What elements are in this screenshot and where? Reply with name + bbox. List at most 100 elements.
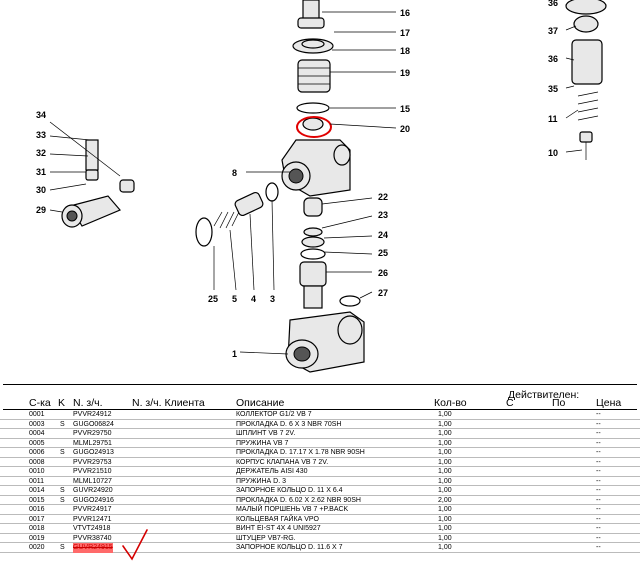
row-k-flag: S — [60, 420, 65, 428]
table-row: 0011 MLML10727 ПРУЖИНА D. 3 1,00 -- — [0, 477, 640, 486]
part-stack-22-24 — [300, 197, 326, 260]
callout-36-top: 36 — [548, 0, 558, 8]
part-spring-group — [195, 182, 279, 247]
row-position: 0011 — [29, 477, 45, 485]
row-price: -- — [596, 468, 601, 475]
table-row: 0004 PVVR29750 ШПЛИНТ VB 7 2V. 1,00 -- — [0, 429, 640, 439]
row-position: 0005 — [29, 439, 45, 447]
row-quantity: 1,00 — [438, 506, 452, 513]
callout-30: 30 — [36, 185, 46, 195]
row-description: ШТУЦЕР VB7-RG. — [236, 534, 296, 542]
row-price: -- — [596, 496, 601, 504]
row-quantity: 1,00 — [438, 468, 452, 475]
row-price: -- — [596, 439, 601, 447]
part-right-group — [565, 0, 607, 160]
callout-25: 25 — [378, 248, 388, 258]
row-quantity: 2,00 — [438, 496, 452, 504]
row-quantity: 1,00 — [438, 411, 452, 418]
header-price: Цена — [596, 397, 622, 409]
part-screw-16 — [297, 0, 325, 29]
callout-22: 22 — [378, 192, 388, 202]
row-part-number: VTVT24918 — [73, 525, 111, 532]
row-part-number: PVVR24912 — [73, 411, 112, 418]
row-k-flag: S — [60, 487, 65, 494]
row-part-number: PVVR38740 — [73, 534, 112, 542]
row-quantity: 1,00 — [438, 458, 452, 466]
row-quantity: 1,00 — [438, 487, 452, 494]
row-price: -- — [596, 430, 601, 437]
leader-lines — [49, 11, 583, 355]
callout-27: 27 — [378, 288, 388, 298]
callout-31: 31 — [36, 167, 46, 177]
part-fitting-group-29 — [61, 139, 135, 228]
header-client-code: N. з/ч. Клиента — [132, 397, 205, 409]
diagram-frame-border — [3, 384, 637, 385]
row-quantity: 1,00 — [438, 430, 452, 437]
row-quantity: 1,00 — [438, 515, 452, 523]
row-position: 0001 — [29, 411, 45, 418]
table-row: 0018 VTVT24918 ВИНТ EI-ST 4X 4 UNI5927 1,00… — [0, 524, 640, 534]
part-oring-15 — [296, 102, 330, 114]
row-price: -- — [596, 411, 601, 418]
header-valid: Действителен: — [508, 389, 580, 401]
row-description: ПРОКЛАДКА D. 6.02 X 2.62 NBR 90SH — [236, 496, 361, 504]
row-quantity: 1,00 — [438, 525, 452, 532]
parts-table-header: Действителен: С-ка K N. з/ч. N. з/ч. Кли… — [0, 388, 640, 410]
row-quantity: 1,00 — [438, 420, 452, 428]
row-part-number: PVVR29753 — [73, 458, 112, 466]
row-position: 0010 — [29, 468, 45, 475]
row-position: 0014 — [29, 487, 45, 494]
row-part-number: MLML10727 — [73, 477, 112, 485]
table-row: 0014 S GUVR24920 ЗАПОРНОЕ КОЛЬЦО D. 11 X 6.… — [0, 486, 640, 496]
row-description: ВИНТ EI-ST 4X 4 UNI5927 — [236, 525, 321, 532]
row-quantity: 1,00 — [438, 477, 452, 485]
callout-33: 33 — [36, 130, 46, 140]
row-price: -- — [596, 544, 601, 551]
row-description: ШПЛИНТ VB 7 2V. — [236, 430, 296, 437]
row-k-flag: S — [60, 449, 65, 456]
part-fitting-26 — [299, 261, 361, 309]
callout-34: 34 — [36, 110, 46, 120]
handwritten-check-mark-icon — [122, 529, 148, 561]
callout-10: 10 — [548, 148, 558, 158]
row-price: -- — [596, 506, 601, 513]
callout-17: 17 — [400, 28, 410, 38]
header-to: По — [552, 397, 566, 409]
header-rule — [3, 409, 637, 410]
row-part-number: PVVR29750 — [73, 430, 112, 437]
callout-1: 1 — [232, 349, 237, 359]
header-k: K — [58, 397, 66, 409]
callout-24: 24 — [378, 230, 388, 240]
row-part-number: GUGO06824 — [73, 420, 114, 428]
row-description: ПРУЖИНА D. 3 — [236, 477, 286, 485]
row-part-number: GUGO24913 — [73, 449, 114, 456]
row-part-number: GUVR24920 — [73, 487, 113, 494]
row-price: -- — [596, 477, 601, 485]
row-position: 0018 — [29, 525, 45, 532]
row-quantity: 1,00 — [438, 544, 452, 551]
row-position: 0008 — [29, 458, 45, 466]
header-pos: С-ка — [29, 397, 51, 409]
row-position: 0020 — [29, 544, 45, 551]
callout-4: 4 — [251, 294, 256, 304]
row-description: КОРПУС КЛАПАНА VB 7 2V. — [236, 458, 329, 466]
callout-11: 11 — [548, 114, 558, 124]
row-description: ПРУЖИНА VB 7 — [236, 439, 289, 447]
row-description: КОЛЬЦЕВАЯ ГАЙКА VPO — [236, 515, 320, 523]
header-code: N. з/ч. — [73, 397, 103, 409]
callout-8: 8 — [232, 168, 237, 178]
callout-15: 15 — [400, 104, 410, 114]
row-description: ЗАПОРНОЕ КОЛЬЦО D. 11 X 6.4 — [236, 487, 343, 494]
row-position: 0004 — [29, 430, 45, 437]
callout-16: 16 — [400, 8, 410, 18]
callout-18: 18 — [400, 46, 410, 56]
row-part-number: GUVR24915 — [73, 543, 113, 553]
row-part-number: PVVR21510 — [73, 468, 112, 475]
row-part-number: PVVR24917 — [73, 506, 112, 513]
